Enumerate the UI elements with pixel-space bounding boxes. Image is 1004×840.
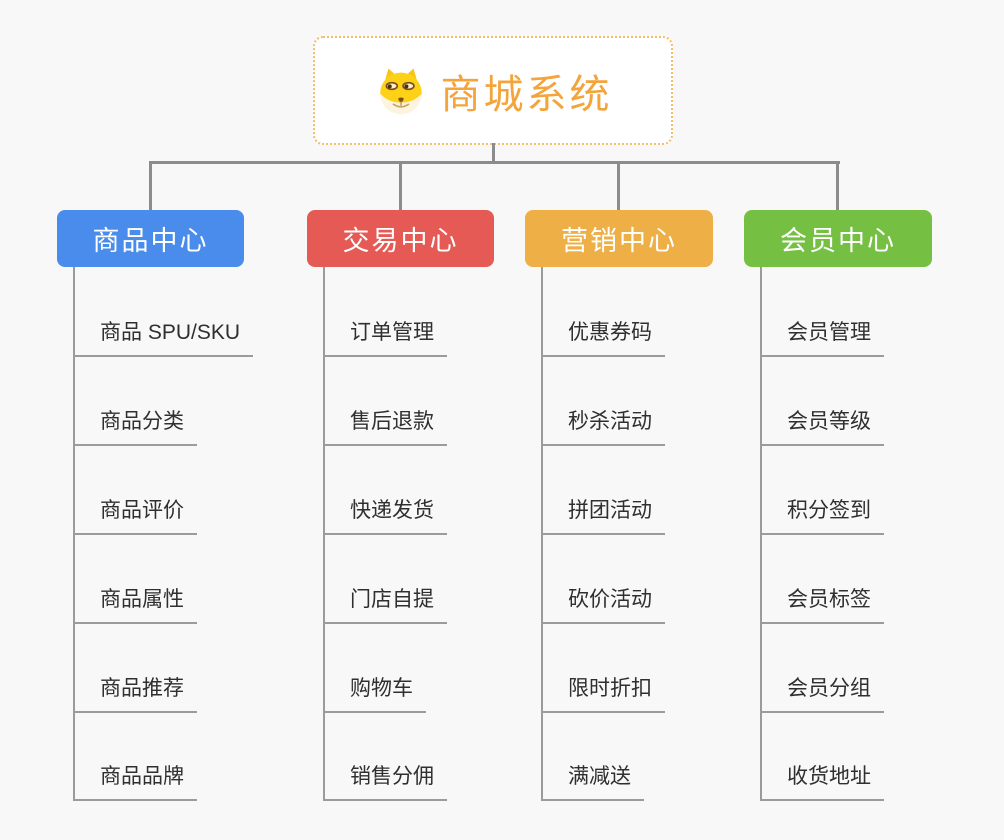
leaf-node[interactable]: 快递发货	[323, 491, 447, 535]
leaf-node[interactable]: 满减送	[541, 757, 644, 801]
leaf-node[interactable]: 拼团活动	[541, 491, 665, 535]
leaf-node[interactable]: 限时折扣	[541, 669, 665, 713]
branch-label: 交易中心	[342, 226, 459, 256]
leaf-node[interactable]: 会员分组	[760, 669, 884, 713]
leaf-node[interactable]: 商品分类	[73, 402, 197, 446]
doge-face-icon	[379, 68, 422, 114]
branch-node-product-center[interactable]: 商品中心	[57, 210, 244, 267]
branch-node-member-center[interactable]: 会员中心	[744, 210, 932, 267]
connector-bus	[149, 161, 840, 164]
leaf-node[interactable]: 商品属性	[73, 580, 197, 624]
connector-drop-product	[149, 161, 152, 210]
branch-children-product-center: 商品 SPU/SKU 商品分类 商品评价 商品属性 商品推荐 商品品牌	[73, 267, 323, 812]
branch-node-trade-center[interactable]: 交易中心	[307, 210, 494, 267]
branch-node-marketing-center[interactable]: 营销中心	[525, 210, 713, 267]
leaf-node[interactable]: 商品推荐	[73, 669, 197, 713]
leaf-node[interactable]: 商品 SPU/SKU	[73, 313, 254, 357]
leaf-node[interactable]: 商品评价	[73, 491, 197, 535]
leaf-node[interactable]: 商品品牌	[73, 757, 197, 801]
leaf-node[interactable]: 秒杀活动	[541, 402, 665, 446]
branch-label: 营销中心	[561, 226, 677, 256]
leaf-node[interactable]: 优惠券码	[541, 313, 665, 357]
branch-label: 商品中心	[92, 226, 209, 256]
leaf-node[interactable]: 销售分佣	[323, 757, 447, 801]
leaf-node[interactable]: 会员管理	[760, 313, 884, 357]
connector-drop-trade	[399, 161, 402, 210]
connector-root-stub	[492, 143, 495, 163]
root-title: 商城系统	[440, 72, 613, 117]
leaf-node[interactable]: 订单管理	[323, 313, 447, 357]
leaf-node[interactable]: 收货地址	[760, 757, 884, 801]
branch-label: 会员中心	[780, 226, 896, 256]
branch-children-trade-center: 订单管理 售后退款 快递发货 门店自提 购物车 销售分佣	[323, 267, 573, 812]
leaf-node[interactable]: 购物车	[323, 669, 426, 713]
branch-children-member-center: 会员管理 会员等级 积分签到 会员标签 会员分组 收货地址	[760, 267, 1004, 812]
leaf-node[interactable]: 砍价活动	[541, 580, 665, 624]
connector-drop-member	[836, 161, 839, 210]
leaf-node[interactable]: 会员标签	[760, 580, 884, 624]
branch-children-marketing-center: 优惠券码 秒杀活动 拼团活动 砍价活动 限时折扣 满减送	[541, 267, 791, 812]
leaf-node[interactable]: 门店自提	[323, 580, 447, 624]
leaf-node[interactable]: 售后退款	[323, 402, 447, 446]
leaf-node[interactable]: 积分签到	[760, 491, 884, 535]
root-node-mall-system[interactable]: 商城系统	[313, 36, 673, 145]
connector-drop-marketing	[617, 161, 620, 210]
leaf-node[interactable]: 会员等级	[760, 402, 884, 446]
